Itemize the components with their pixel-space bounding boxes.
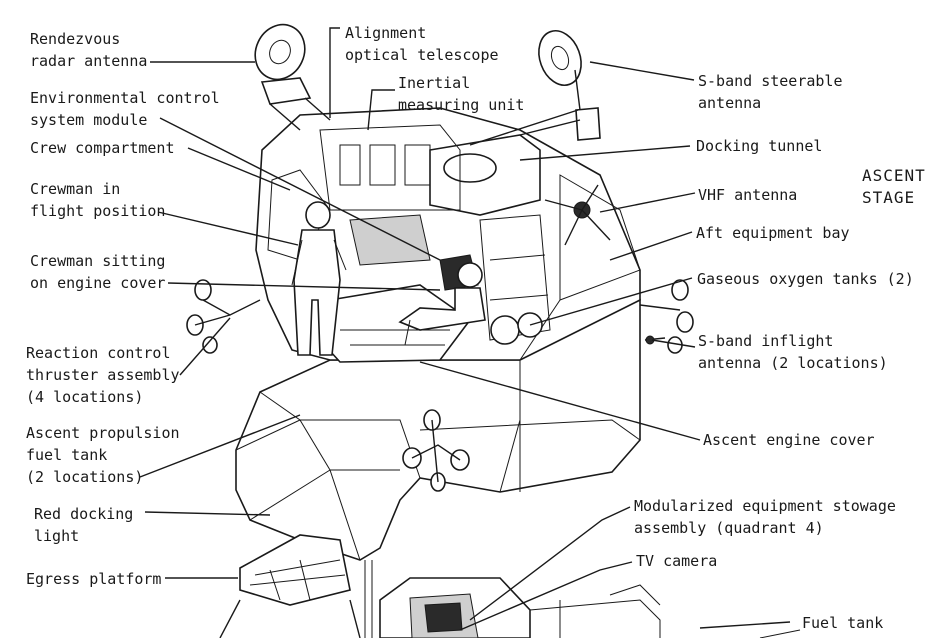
label-gox-tanks: Gaseous oxygen tanks (2) [697,270,914,288]
label-ascent-engine-cover: Ascent engine cover [703,431,875,449]
label-fuel-tank: Fuel tank [802,614,884,632]
label-crew-compartment: Crew compartment [30,139,175,157]
crewman-standing-figure [291,201,347,356]
label-aft-bay: Aft equipment bay [696,224,850,242]
descent-stage-drawing [219,534,801,638]
label-docking-tunnel: Docking tunnel [696,137,823,155]
label-egress-platform: Egress platform [26,570,162,588]
ascent-stage-body [235,107,641,561]
rcs-thruster-drawing [186,279,694,492]
label-vhf-antenna: VHF antenna [698,186,798,204]
vhf-antenna-drawing [544,184,611,246]
sband-steerable-drawing [469,30,601,146]
crewman-sitting-figure [398,262,486,346]
leader-lines [139,27,791,631]
label-tv-camera: TV camera [636,552,718,570]
rendezvous-radar-drawing [254,23,331,131]
